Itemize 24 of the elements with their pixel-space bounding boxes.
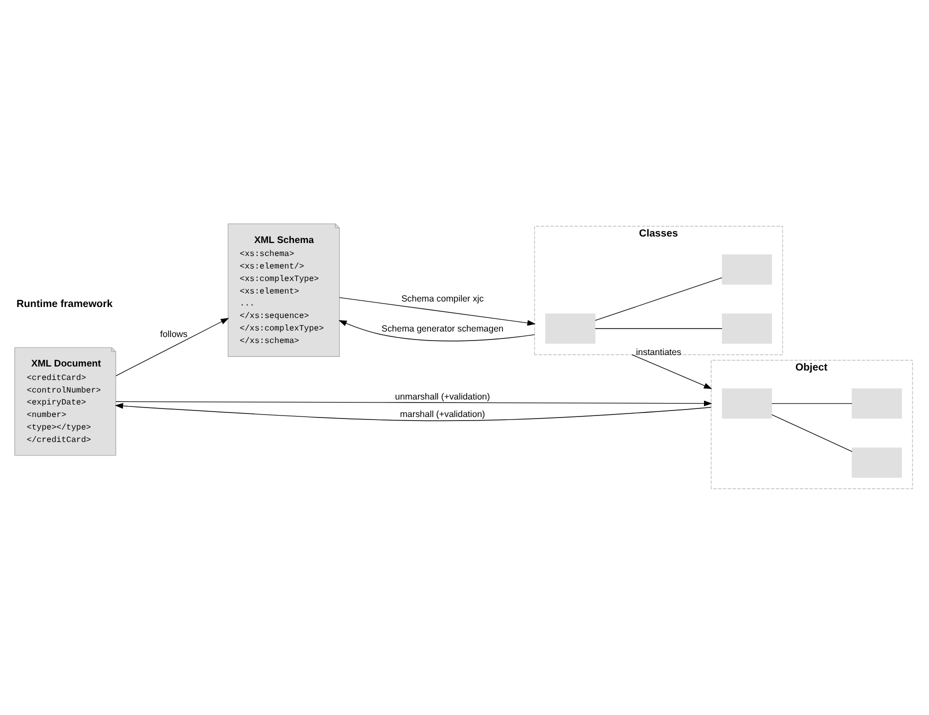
arrow xyxy=(116,318,230,376)
connector xyxy=(771,403,852,404)
connector xyxy=(771,414,852,452)
edge-label: follows xyxy=(160,329,188,340)
arrow xyxy=(338,320,535,342)
node-box xyxy=(852,448,902,478)
edge-label: Schema compiler xjc xyxy=(401,293,484,304)
edge-label: Schema generator schemagen xyxy=(382,324,504,334)
connector xyxy=(594,328,722,329)
arrow xyxy=(114,403,712,422)
edge-label: instantiates xyxy=(636,347,682,358)
node-box xyxy=(722,314,772,344)
node-box xyxy=(722,254,772,285)
cluster: Object xyxy=(710,360,913,490)
arrow xyxy=(339,297,536,326)
node-box xyxy=(545,314,596,344)
connector xyxy=(594,277,722,321)
label: Runtime framework xyxy=(16,298,113,310)
edge-label: unmarshall (+validation) xyxy=(395,392,490,402)
node-box xyxy=(852,388,902,419)
node-box xyxy=(722,388,772,419)
arrow xyxy=(116,400,712,406)
edge-label: marshall (+validation) xyxy=(400,408,486,419)
arrow xyxy=(632,354,712,389)
